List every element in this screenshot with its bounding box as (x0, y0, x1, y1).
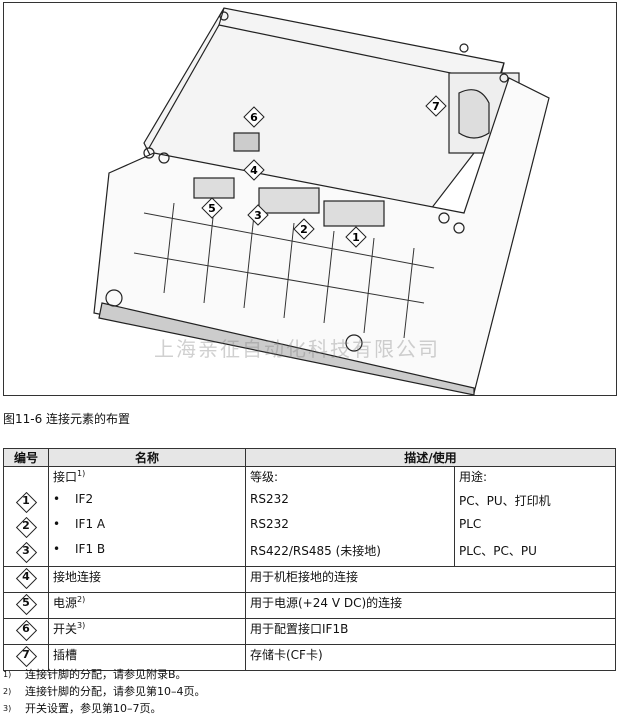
number-diamond-icon: 4 (16, 568, 36, 588)
callout-7: 7 (425, 95, 447, 117)
footnote: 3)开关设置，参见第10–7页。 (3, 702, 162, 715)
table-row: 7 插槽 存储卡(CF卡) (3, 644, 616, 671)
footnote: 2)连接针脚的分配，请参见第10–4页。 (3, 685, 206, 698)
svg-text:5: 5 (208, 202, 216, 215)
svg-text:4: 4 (250, 164, 258, 177)
table-row: 5 电源2) 用于电源(+24 V DC)的连接 (3, 592, 616, 619)
callout-3: 3 (247, 204, 269, 226)
number-diamond-icon: 7 (16, 646, 36, 666)
callout-1: 1 (345, 226, 367, 248)
svg-text:3: 3 (254, 209, 262, 222)
svg-text:2: 2 (300, 223, 308, 236)
table-row: 4 接地连接 用于机柜接地的连接 (3, 566, 616, 593)
connection-elements-table: 编号 名称 描述/使用 接口1) 等级: 用途: 1 •IF2 RS232 PC… (3, 448, 616, 671)
number-diamond-icon: 2 (16, 517, 36, 537)
svg-text:7: 7 (432, 100, 440, 113)
footnotes: 1)连接针脚的分配，请参见附录B。 2)连接针脚的分配，请参见第10–4页。 3… (3, 666, 206, 717)
number-diamond-icon: 3 (16, 542, 36, 562)
header-description: 描述/使用 (245, 448, 616, 467)
table-row: 1 •IF2 RS232 PC、PU、打印机 (3, 491, 616, 516)
number-diamond-icon: 1 (16, 492, 36, 512)
header-name: 名称 (48, 448, 246, 467)
callout-4: 4 (243, 159, 265, 181)
row-name: 接口 (53, 470, 78, 484)
number-diamond-icon: 5 (16, 594, 36, 614)
number-diamond-icon: 6 (16, 620, 36, 640)
callout-2: 2 (293, 218, 315, 240)
watermark: 上海亲征自动化科技有限公司 (154, 337, 440, 361)
table-row: 3 •IF1 B RS422/RS485 (未接地) PLC、PC、PU (3, 541, 616, 567)
callout-5: 5 (201, 197, 223, 219)
svg-text:6: 6 (250, 111, 258, 124)
table-row: 接口1) 等级: 用途: (3, 466, 616, 491)
callout-6: 6 (243, 106, 265, 128)
device-drawing: 1 2 3 4 5 6 7 (93, 7, 550, 395)
table-row: 6 开关3) 用于配置接口IF1B (3, 618, 616, 645)
device-illustration: 1 2 3 4 5 6 7 上海亲征自动化科技有限公司 (3, 2, 617, 396)
header-number: 编号 (3, 448, 49, 467)
footnote: 1)连接针脚的分配，请参见附录B。 (3, 668, 187, 681)
svg-text:1: 1 (352, 231, 360, 244)
table-row: 2 •IF1 A RS232 PLC (3, 516, 616, 541)
figure-caption: 图11-6 连接元素的布置 (3, 412, 131, 426)
